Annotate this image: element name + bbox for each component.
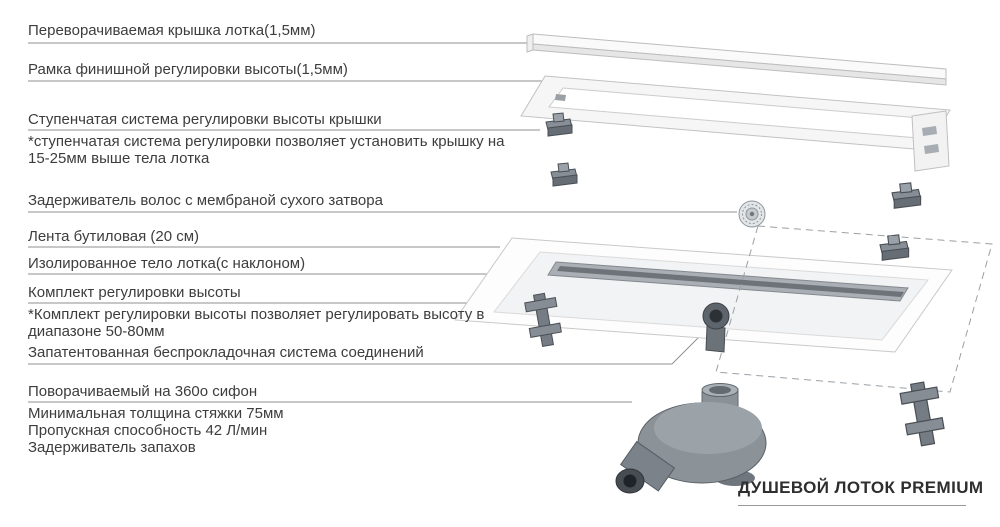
siphon-spec-line: Задерживатель запахов xyxy=(28,439,196,456)
hair-trap-membrane-part xyxy=(738,200,766,228)
step-clip-icon xyxy=(550,162,578,187)
adjust-frame-part xyxy=(520,75,951,172)
label-frame: Рамка финишной регулировки высоты(1,5мм) xyxy=(28,61,348,78)
label-hair-trap: Задерживатель волос с мембраной сухого з… xyxy=(28,192,383,209)
label-siphon: Поворачиваемый на 360о сифон xyxy=(28,383,258,400)
label-cover: Переворачиваемая крышка лотка(1,5мм) xyxy=(28,22,316,39)
siphon-spec-line: Пропускная способность 42 Л/мин xyxy=(28,422,268,439)
brand-title: ДУШЕВОЙ ЛОТОК PREMIUM xyxy=(738,478,983,506)
height-bracket-icon xyxy=(898,379,947,449)
drain-cover-part xyxy=(526,33,947,86)
note-line: диапазоне 50-80мм xyxy=(28,323,165,340)
siphon-spec-block: Минимальная толщина стяжки 75мм Пропускн… xyxy=(28,405,284,456)
step-clip-icon xyxy=(879,234,910,261)
note-step-system: *ступенчатая система регулировки позволя… xyxy=(28,133,504,167)
note-line: 15-25мм выше тела лотка xyxy=(28,150,210,167)
note-line: *ступенчатая система регулировки позволя… xyxy=(28,133,505,150)
label-height-kit: Комплект регулировки высоты xyxy=(28,284,241,301)
butyl-tape-outline xyxy=(715,225,993,393)
drain-body-part xyxy=(454,237,953,353)
note-height-kit: *Комплект регулировки высоты позволяет р… xyxy=(28,306,484,340)
connection-outlet-part xyxy=(702,302,730,353)
note-line: *Комплект регулировки высоты позволяет р… xyxy=(28,306,485,323)
label-body: Изолированное тело лотка(с наклоном) xyxy=(28,255,306,272)
leader-lines xyxy=(28,42,737,403)
step-clip-icon xyxy=(891,182,922,209)
label-step-system: Ступенчатая система регулировки высоты к… xyxy=(28,111,382,128)
siphon-spec-line: Минимальная толщина стяжки 75мм xyxy=(28,405,284,422)
label-connection: Запатентованная беспрокладочная система … xyxy=(28,344,424,361)
siphon-part xyxy=(615,383,767,494)
label-tape: Лента бутиловая (20 см) xyxy=(28,228,200,245)
